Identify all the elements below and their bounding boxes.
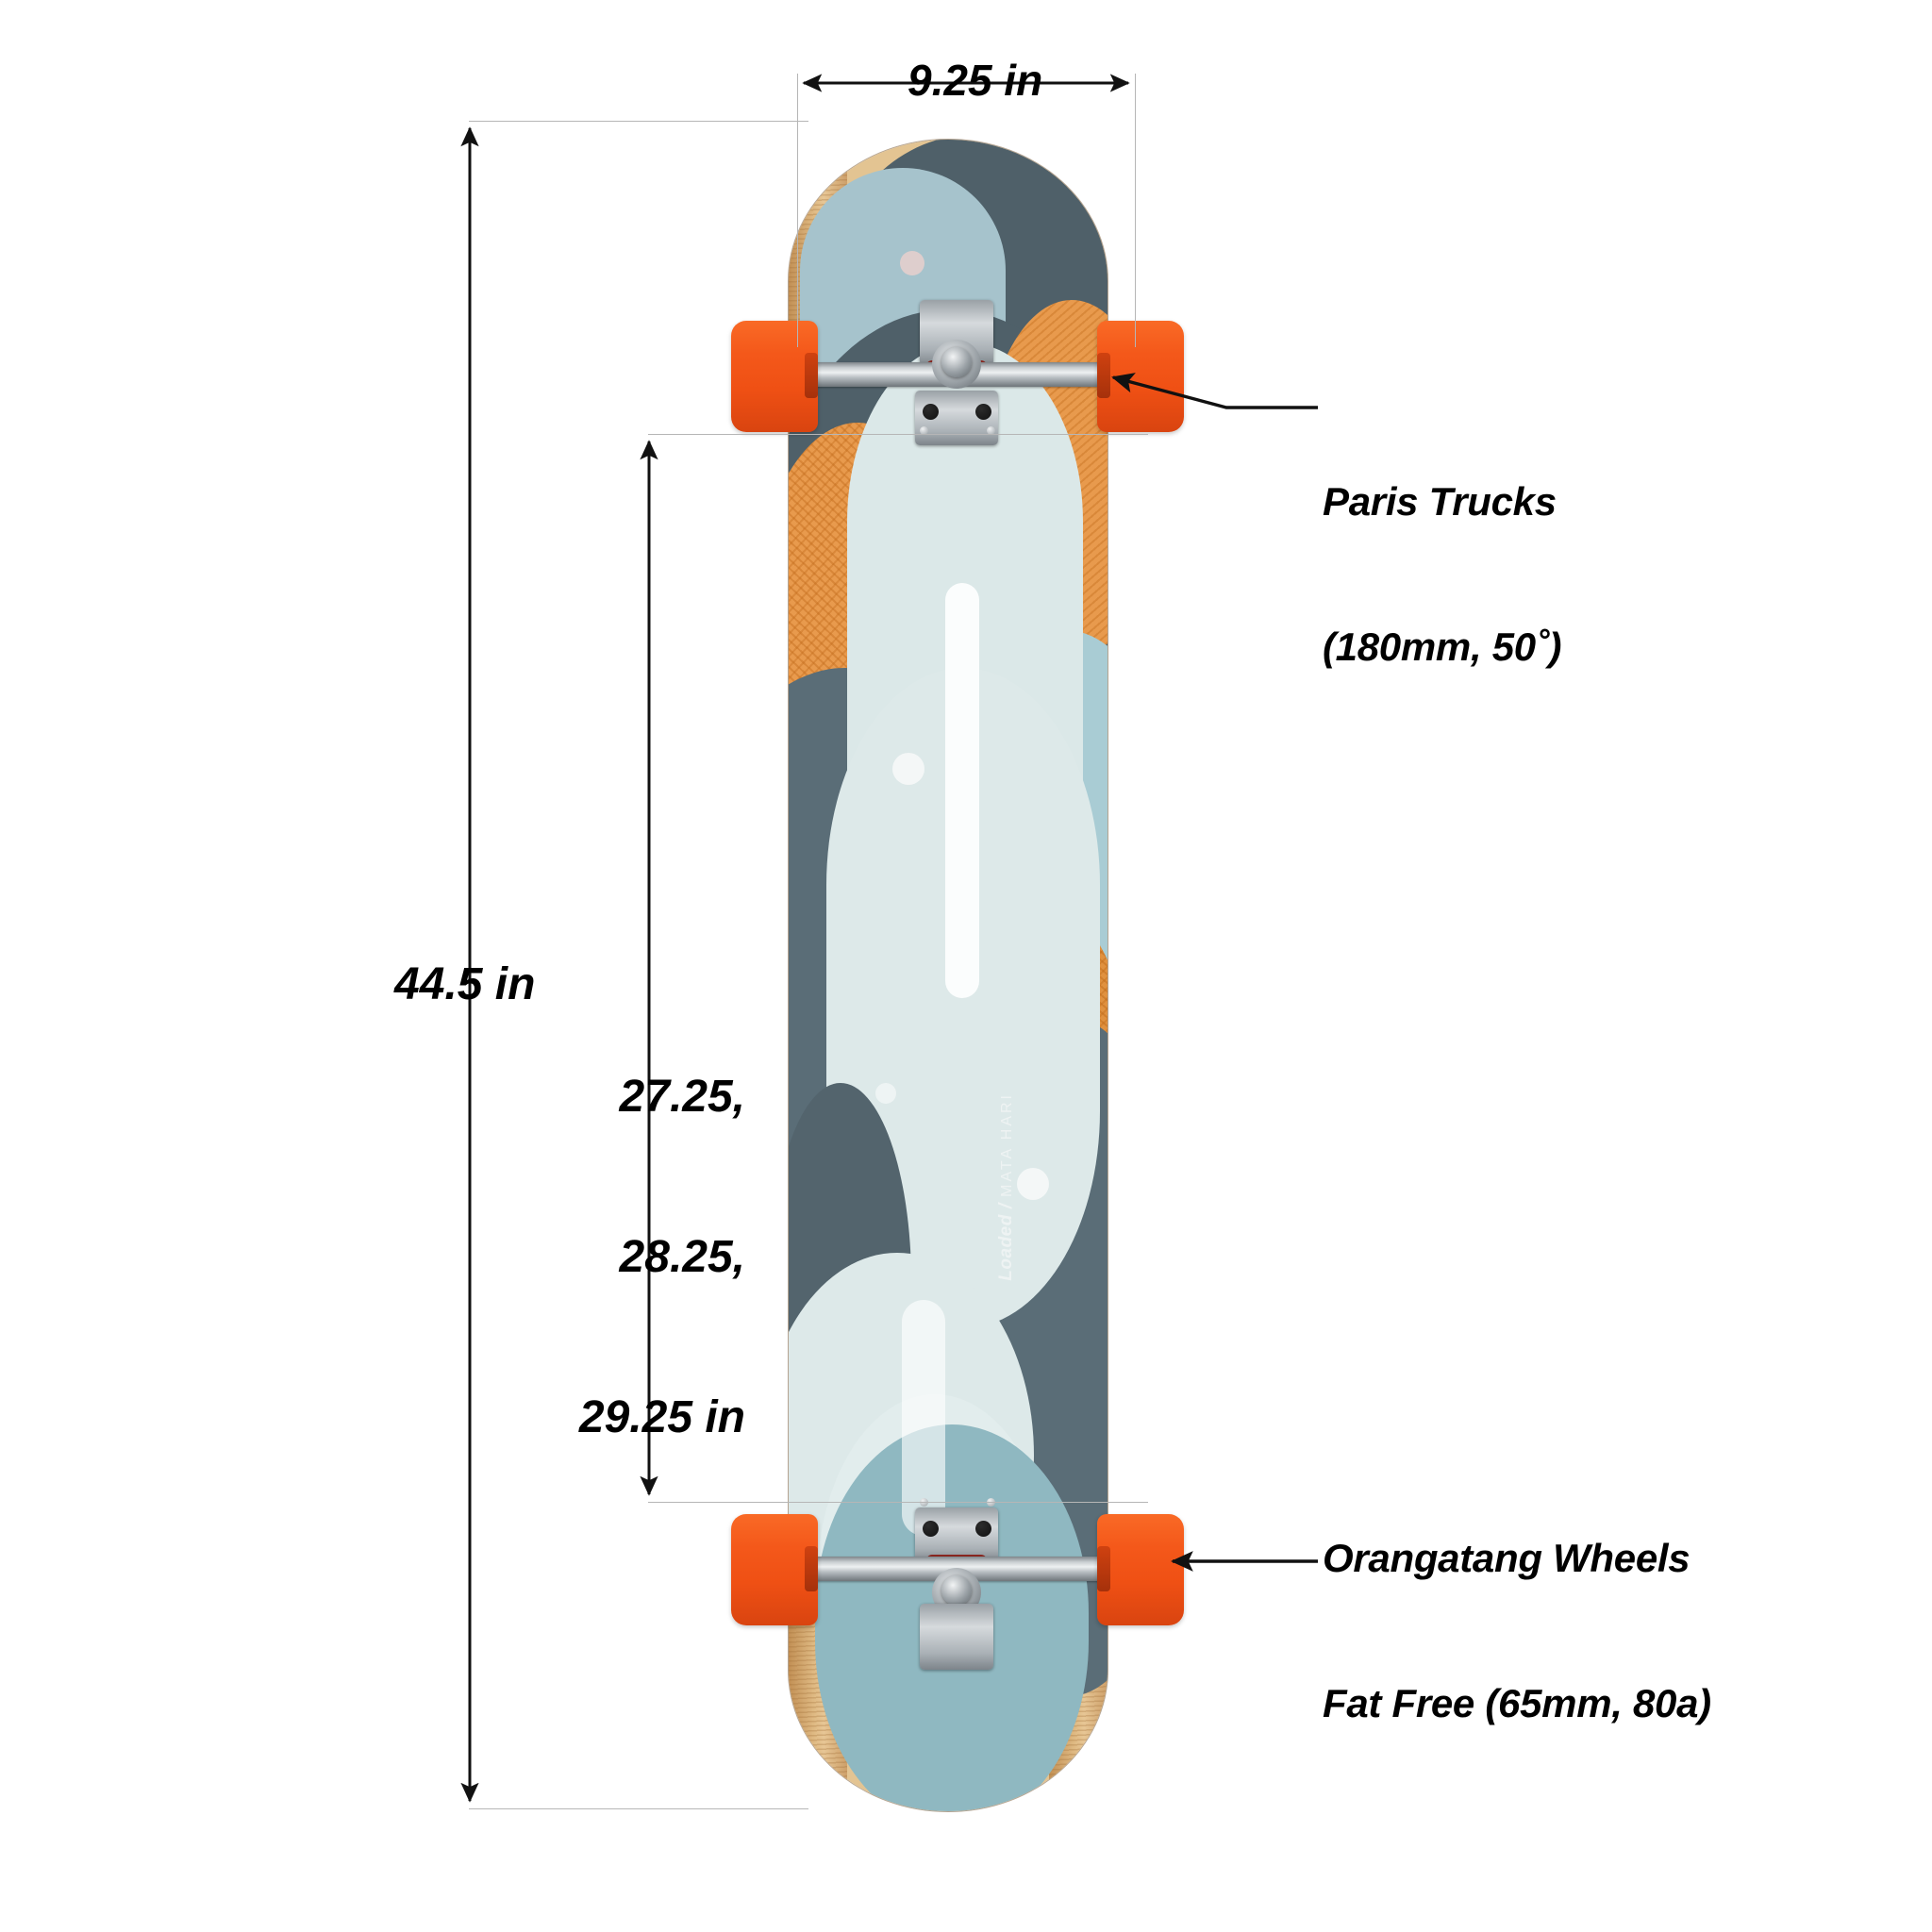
wheel-bottom-right	[1097, 1514, 1184, 1625]
callout-wheels-line-1: Orangatang Wheels	[1323, 1536, 1690, 1581]
dimension-label-wheelbase: 27.25, 28.25, 29.25 in	[570, 964, 745, 1552]
deck: Loaded / MATA HARI	[789, 140, 1108, 1811]
deck-brand-separator: /	[996, 1202, 1016, 1209]
dimension-label-length: 44.5 in	[394, 959, 536, 1009]
wheel-core-bottom-right	[1097, 1546, 1110, 1591]
deck-brand-mark: Loaded	[996, 1214, 1016, 1281]
truck-bolt-bottom-left	[923, 1521, 939, 1537]
graphic-dot-2	[892, 753, 924, 785]
callout-wheels: Orangatang Wheels Fat Free (65mm, 80a)	[1323, 1438, 1711, 1824]
graphic-dot-3	[1017, 1168, 1049, 1200]
extension-line-length-top	[469, 121, 808, 122]
wheel-core-bottom-left	[805, 1546, 818, 1591]
wheel-top-right	[1097, 321, 1184, 432]
wheel-top-left	[731, 321, 818, 432]
graphic-dot-4	[875, 1083, 896, 1104]
callout-trucks-line-2: (180mm, 50˚)	[1323, 625, 1562, 670]
wheelbase-line-2: 28.25,	[619, 1232, 745, 1283]
truck-kingpin-bottom	[941, 1575, 972, 1606]
truck-rivet-top-right	[987, 426, 995, 435]
deck-model-text: MATA HARI	[999, 1092, 1015, 1197]
graphic-dot-nose	[900, 251, 924, 275]
truck-baseplate-bottom	[920, 1604, 993, 1670]
graphic-highlight-lower	[902, 1300, 945, 1536]
deck-graphic: Loaded / MATA HARI	[789, 140, 1108, 1811]
callout-trucks: Paris Trucks (180mm, 50˚)	[1323, 381, 1561, 768]
extension-line-length-bottom	[469, 1808, 808, 1809]
wheel-bottom-left	[731, 1514, 818, 1625]
wheel-core-top-left	[805, 353, 818, 398]
truck-bolt-top-right	[975, 404, 991, 420]
extension-line-width-right	[1135, 74, 1136, 347]
callout-wheels-line-2: Fat Free (65mm, 80a)	[1323, 1681, 1711, 1726]
deck-branding: Loaded / MATA HARI	[996, 1092, 1017, 1281]
truck-bolt-bottom-right	[975, 1521, 991, 1537]
truck-rivet-top-left	[920, 426, 928, 435]
extension-line-width-left	[797, 74, 798, 347]
callout-trucks-line-1: Paris Trucks	[1323, 479, 1557, 525]
wheelbase-line-1: 27.25,	[619, 1072, 745, 1123]
wheelbase-line-3: 29.25 in	[578, 1392, 745, 1442]
extension-line-wheelbase-top	[648, 434, 1148, 435]
dimension-label-width: 9.25 in	[908, 56, 1043, 105]
graphic-highlight-upper	[945, 583, 979, 998]
wheel-core-top-right	[1097, 353, 1110, 398]
extension-line-wheelbase-bottom	[648, 1502, 1148, 1503]
truck-bolt-top-left	[923, 404, 939, 420]
truck-kingpin-top	[941, 347, 972, 377]
